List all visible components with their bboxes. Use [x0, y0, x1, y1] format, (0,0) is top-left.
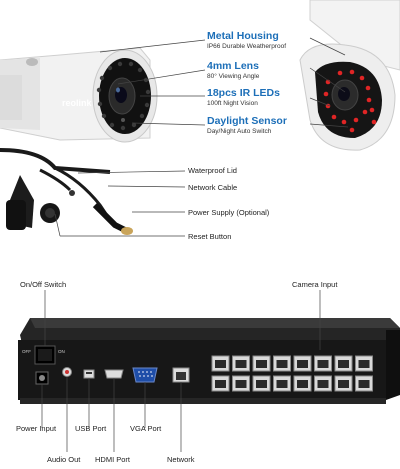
- camera-port-socket: [235, 380, 247, 388]
- label-camera-input: Camera Input: [292, 280, 338, 289]
- bullet-camera: [0, 47, 158, 143]
- panel-on-mark: ON: [58, 349, 65, 354]
- label-power-input: Power Input: [16, 424, 57, 433]
- label-usb-port: USB Port: [75, 424, 107, 433]
- camera-port-socket: [256, 360, 267, 368]
- label-reset-button: Reset Button: [188, 232, 232, 241]
- feature-title-ir-leds: 18pcs IR LEDs: [207, 87, 280, 99]
- brand-logo: reolink: [62, 98, 92, 108]
- camera-port-socket: [276, 380, 288, 388]
- dome-camera: [299, 0, 400, 151]
- camera-port-socket: [215, 360, 226, 368]
- label-network: Network: [167, 455, 195, 464]
- camera-port-socket: [358, 380, 370, 388]
- label-network-cable: Network Cable: [188, 183, 238, 192]
- camera-port-socket: [276, 360, 288, 368]
- camera-port-socket: [297, 380, 308, 388]
- label-vga-port: VGA Port: [130, 424, 162, 433]
- camera-port-socket: [338, 360, 349, 368]
- camera-port-socket: [297, 360, 308, 368]
- feature-sub-metal-housing: IP66 Durable Weatherproof: [207, 43, 287, 50]
- feature-title-lens: 4mm Lens: [207, 60, 259, 72]
- feature-sub-daylight-sensor: Day/Night Auto Switch: [207, 128, 272, 135]
- label-audio-out: Audio Out: [47, 455, 81, 464]
- feature-title-daylight-sensor: Daylight Sensor: [207, 115, 287, 127]
- nvr-device: [18, 318, 400, 404]
- feature-sub-ir-leds: 100ft Night Vision: [207, 100, 258, 107]
- feature-title-metal-housing: Metal Housing: [207, 30, 279, 42]
- camera-port-socket: [338, 380, 349, 388]
- camera-port-socket: [358, 360, 370, 368]
- label-power-supply: Power Supply (Optional): [188, 208, 270, 217]
- camera-port-socket: [215, 380, 226, 388]
- camera-port-socket: [317, 380, 329, 388]
- label-on-off-switch: On/Off Switch: [20, 280, 67, 289]
- feature-sub-lens: 80° Viewing Angle: [207, 73, 260, 80]
- camera-port-socket: [235, 360, 247, 368]
- cable-assembly: [0, 148, 133, 235]
- panel-off-mark: OFF: [22, 349, 31, 354]
- label-hdmi-port: HDMI Port: [95, 455, 131, 464]
- brand-text: reolink: [62, 98, 92, 108]
- label-waterproof-lid: Waterproof Lid: [188, 166, 237, 175]
- camera-port-socket: [317, 360, 329, 368]
- camera-port-socket: [256, 380, 267, 388]
